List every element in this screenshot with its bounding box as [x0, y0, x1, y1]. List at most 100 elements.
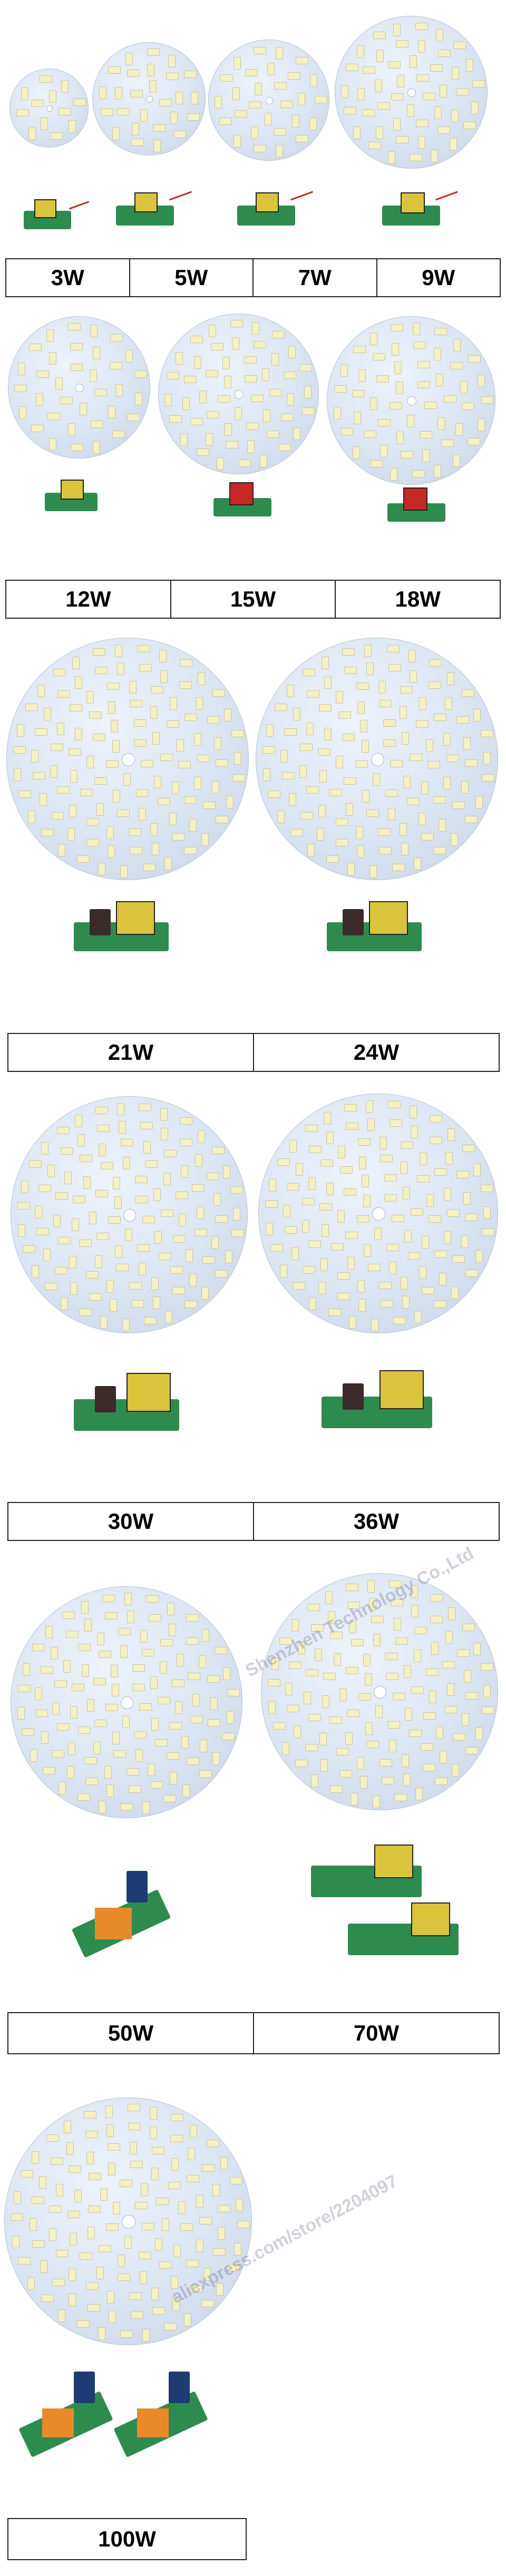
led-chip [150, 823, 158, 836]
led-chip [345, 64, 358, 72]
led-chip [379, 1759, 392, 1767]
led-chip [176, 352, 183, 365]
led-chip [339, 1688, 347, 1701]
led-chip [315, 1648, 323, 1662]
led-chip [416, 74, 429, 82]
led-chip [321, 656, 329, 669]
led-chip [85, 1778, 99, 1785]
led-chip [52, 1702, 60, 1715]
led-chip [380, 444, 387, 457]
led-chip [187, 1758, 200, 1765]
led-chip [422, 93, 435, 101]
led-chip [70, 1282, 78, 1295]
led-chip [299, 765, 307, 778]
led-chip [392, 863, 405, 871]
led-chip [139, 1103, 152, 1111]
led-chip [110, 1665, 118, 1678]
led-chip [291, 1619, 299, 1632]
led-chip [63, 1660, 71, 1673]
led-chip [299, 743, 313, 751]
label-bar-row-5: 50W 70W [7, 2012, 500, 2054]
led-chip [394, 1793, 407, 1801]
led-chip [164, 394, 172, 406]
led-chip [267, 431, 280, 438]
led-chip [80, 789, 93, 797]
led-chip [199, 391, 207, 404]
led-chip [86, 1271, 99, 1279]
led-chip [232, 1208, 240, 1221]
led-chip [160, 1638, 173, 1646]
led-chip [93, 1678, 106, 1686]
led-chip [287, 685, 295, 698]
center-hole [121, 1696, 133, 1709]
led-chip [212, 1146, 225, 1154]
led-chip [329, 1632, 343, 1640]
led-chip [70, 1705, 78, 1719]
led-chip [423, 1712, 436, 1720]
led-chip [84, 1618, 92, 1632]
led-chip [90, 420, 103, 428]
led-chip [357, 845, 365, 858]
led-chip [410, 1208, 423, 1216]
led-chip [318, 704, 332, 712]
led-chip [40, 118, 48, 131]
led-chip [161, 1128, 169, 1141]
led-chip [209, 325, 217, 337]
led-chip [55, 1192, 68, 1200]
led-chip [151, 2168, 159, 2181]
led-chip [87, 2227, 95, 2240]
led-chip [49, 438, 57, 451]
label-3w: 3W [51, 265, 84, 290]
led-chip [199, 1740, 207, 1753]
led-chip [430, 1594, 443, 1602]
led-chip [169, 812, 177, 825]
led-chip [115, 384, 123, 397]
led-chip [148, 1763, 155, 1777]
led-chip [118, 1120, 126, 1134]
led-chip [89, 1211, 96, 1224]
led-chip [463, 737, 471, 750]
led-chip [334, 385, 347, 393]
led-chip [422, 1764, 435, 1772]
led-chip [419, 431, 432, 438]
led-chip [274, 703, 287, 711]
led-chip [215, 759, 228, 767]
led-chip [186, 2174, 199, 2182]
led-chip [120, 2330, 133, 2338]
led-chip [211, 781, 219, 794]
led-chip [84, 2111, 97, 2119]
led-chip [57, 844, 65, 857]
led-chip [89, 2172, 102, 2180]
center-hole [123, 1208, 137, 1222]
led-chip [142, 2222, 155, 2230]
led-chip [184, 796, 197, 804]
led-chip [451, 833, 459, 846]
led-chip [249, 101, 262, 109]
led-chip [429, 659, 442, 667]
led-chip [201, 1287, 209, 1300]
led-chip [437, 126, 451, 134]
led-chip [190, 2125, 198, 2138]
led-chip [345, 1732, 353, 1745]
led-chip [125, 52, 133, 65]
pcb-36w [258, 1094, 498, 1333]
led-chip [353, 346, 366, 354]
led-chip [56, 1723, 70, 1731]
led-chip [234, 407, 242, 420]
led-chip [17, 363, 25, 376]
led-chip [233, 135, 241, 148]
led-chip [408, 1730, 422, 1738]
led-chip [202, 801, 216, 809]
led-chip [57, 690, 70, 698]
led-chip [113, 1750, 126, 1758]
led-chip [135, 1749, 143, 1762]
driver-9w [374, 179, 459, 237]
pcb-15w [158, 314, 319, 474]
led-chip [434, 1168, 447, 1176]
led-chip [247, 440, 255, 453]
led-chip [418, 812, 426, 825]
led-chip [79, 2252, 92, 2260]
led-chip [157, 1697, 170, 1705]
led-chip [344, 667, 357, 675]
led-chip [428, 1215, 441, 1223]
